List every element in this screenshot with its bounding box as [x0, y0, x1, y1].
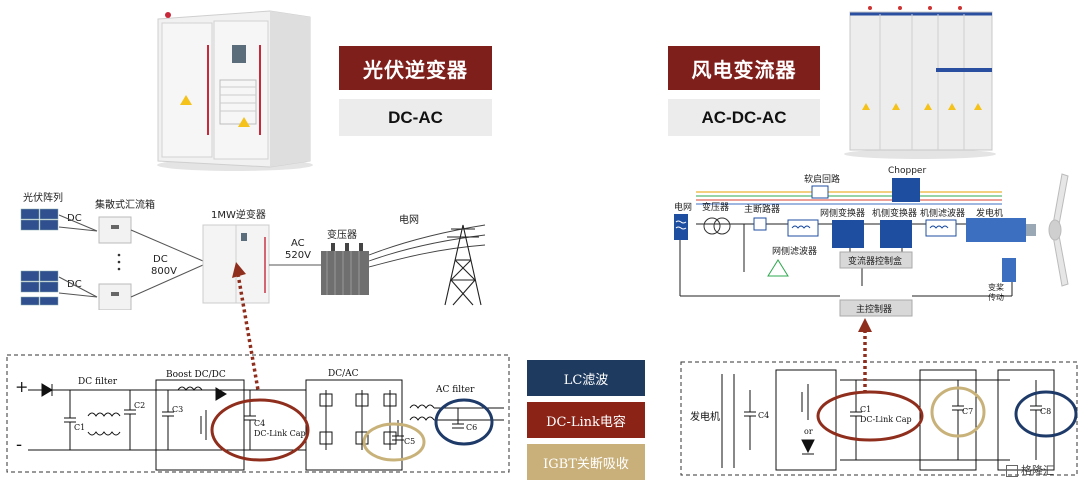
solar-panel-icon [20, 208, 59, 231]
soft-start-label: 软启回路 [804, 173, 840, 185]
igbt-highlight-left [362, 422, 426, 462]
generator-icon [966, 218, 1026, 242]
watermark-text: 格隆汇 [1021, 464, 1054, 477]
pv-dc-label-2: DC [67, 279, 82, 290]
wind-converter-conversion-label: AC-DC-AC [668, 99, 820, 136]
cap-c4: C4 [254, 419, 265, 428]
legend-lc-filter: LC滤波 [527, 360, 645, 396]
inverter-cabinet-icon [202, 224, 270, 304]
wind-transformer-label: 变压器 [702, 201, 729, 213]
grid-converter-label: 网侧变换器 [820, 207, 865, 219]
wind-grid-label: 电网 [674, 201, 692, 213]
pitch-drive-icon [1002, 258, 1016, 282]
wind-cap-c4: C4 [758, 411, 769, 420]
pv-inverter-title: 光伏逆变器 [339, 46, 492, 90]
dcac-label: DC/AC [328, 369, 359, 379]
transformer-icon [321, 243, 369, 295]
wind-cap-c1: C1 [860, 405, 871, 414]
pv-inverter-conversion-label: DC-AC [339, 99, 492, 136]
pv-inverter-cabinet-image [157, 10, 313, 171]
pv-transformer-label: 变压器 [327, 228, 357, 241]
converter-control-box [839, 251, 913, 269]
cap-c6: C6 [466, 423, 477, 432]
pv-array-label: 光伏阵列 [23, 191, 63, 204]
inverter-label: 1MW逆变器 [211, 208, 266, 221]
ac-filter-label: AC filter [435, 385, 475, 395]
pv-dc-label-1: DC [67, 213, 82, 224]
pv-dc-800v-label: 800V [151, 266, 177, 277]
boost-label: Boost DC/DC [166, 370, 226, 380]
pv-ac-520v-label: 520V [285, 250, 311, 261]
wind-system-diagram: 电网 变压器 主断路器 软启回路 Chopper 网侧变换器 机侧变换器 机侧滤… [674, 166, 1069, 317]
generator-label: 发电机 [976, 207, 1003, 219]
cap-c5: C5 [404, 437, 415, 446]
grid-side-filter-icon [787, 219, 819, 237]
wind-converter-title: 风电变流器 [668, 46, 820, 90]
cap-c4-note: DC-Link Cap. [254, 429, 308, 438]
pv-ac-label: AC [291, 238, 305, 249]
pv-circuit-schematic: + - DC filter Boost DC/DC DC/AC AC filte… [6, 354, 510, 473]
combiner-label: 集散式汇流箱 [95, 198, 155, 211]
transformer-symbol-icon [703, 217, 731, 235]
wind-cap-c7: C7 [962, 407, 973, 416]
pv-dclink-pointer-arrow [232, 262, 260, 391]
circuit-plus: + [15, 377, 28, 396]
watermark-logo: 格隆汇 [1006, 462, 1054, 478]
main-controller-box [839, 299, 913, 317]
pv-system-diagram: 光伏阵列 DC DC 集散式汇流箱 DC 800V 1MW逆变器 AC 520V… [20, 191, 486, 310]
lc-highlight-right [1014, 390, 1078, 438]
soft-start-icon [811, 185, 829, 199]
combiner-box-top [98, 216, 132, 244]
solar-panel-icon [20, 270, 59, 306]
pv-grid-label: 电网 [399, 213, 419, 226]
circuit-minus: - [16, 434, 22, 455]
wind-circuit-schematic: 发电机 C4 or C1 DC-Link Cap C7 C8 [680, 361, 1078, 476]
pitch-label-2: 传动 [988, 292, 1004, 302]
wind-converter-cabinet-image [844, 6, 996, 159]
machine-filter-icon [925, 219, 957, 237]
wind-cap-c1-note: DC-Link Cap [860, 415, 912, 424]
cap-c1: C1 [74, 423, 85, 432]
breaker-icon [753, 217, 767, 231]
igbt-highlight-right [930, 386, 986, 438]
dc-filter-label: DC filter [78, 377, 118, 387]
machine-filter-label: 机侧滤波器 [920, 207, 965, 219]
wind-turbine-icon [1048, 173, 1069, 287]
grid-icon [674, 214, 688, 240]
pv-dc-800-label: DC [153, 254, 168, 265]
wind-circuit-generator-label: 发电机 [690, 410, 720, 423]
wind-cap-c8: C8 [1040, 407, 1051, 416]
grid-converter-icon [832, 220, 864, 248]
dclink-highlight-left [210, 398, 310, 462]
machine-converter-icon [880, 220, 912, 248]
machine-converter-label: 机侧变换器 [872, 207, 917, 219]
main-breaker-label: 主断路器 [744, 203, 780, 215]
dclink-highlight-right [816, 390, 924, 442]
chopper-icon [892, 178, 920, 202]
cap-c2: C2 [134, 401, 145, 410]
grid-filter-triangle-icon [767, 259, 789, 277]
pitch-label-1: 变桨 [988, 282, 1004, 292]
grid-filter-label: 网侧滤波器 [772, 245, 817, 257]
lc-highlight-left [434, 398, 494, 446]
legend-igbt-snubber: IGBT关断吸收 [527, 444, 645, 480]
chopper-label: Chopper [888, 166, 926, 176]
main-controller-label: 主控制器 [856, 303, 892, 315]
combiner-box-bottom [98, 283, 132, 310]
converter-control-label: 变流器控制盒 [848, 255, 902, 267]
watermark-icon [1006, 465, 1018, 477]
cap-c3: C3 [172, 405, 183, 414]
transmission-tower-icon [444, 224, 482, 306]
legend-dclink-cap: DC-Link电容 [527, 402, 645, 438]
wind-or-label: or [804, 427, 813, 436]
wind-dclink-pointer-arrow [858, 318, 872, 396]
